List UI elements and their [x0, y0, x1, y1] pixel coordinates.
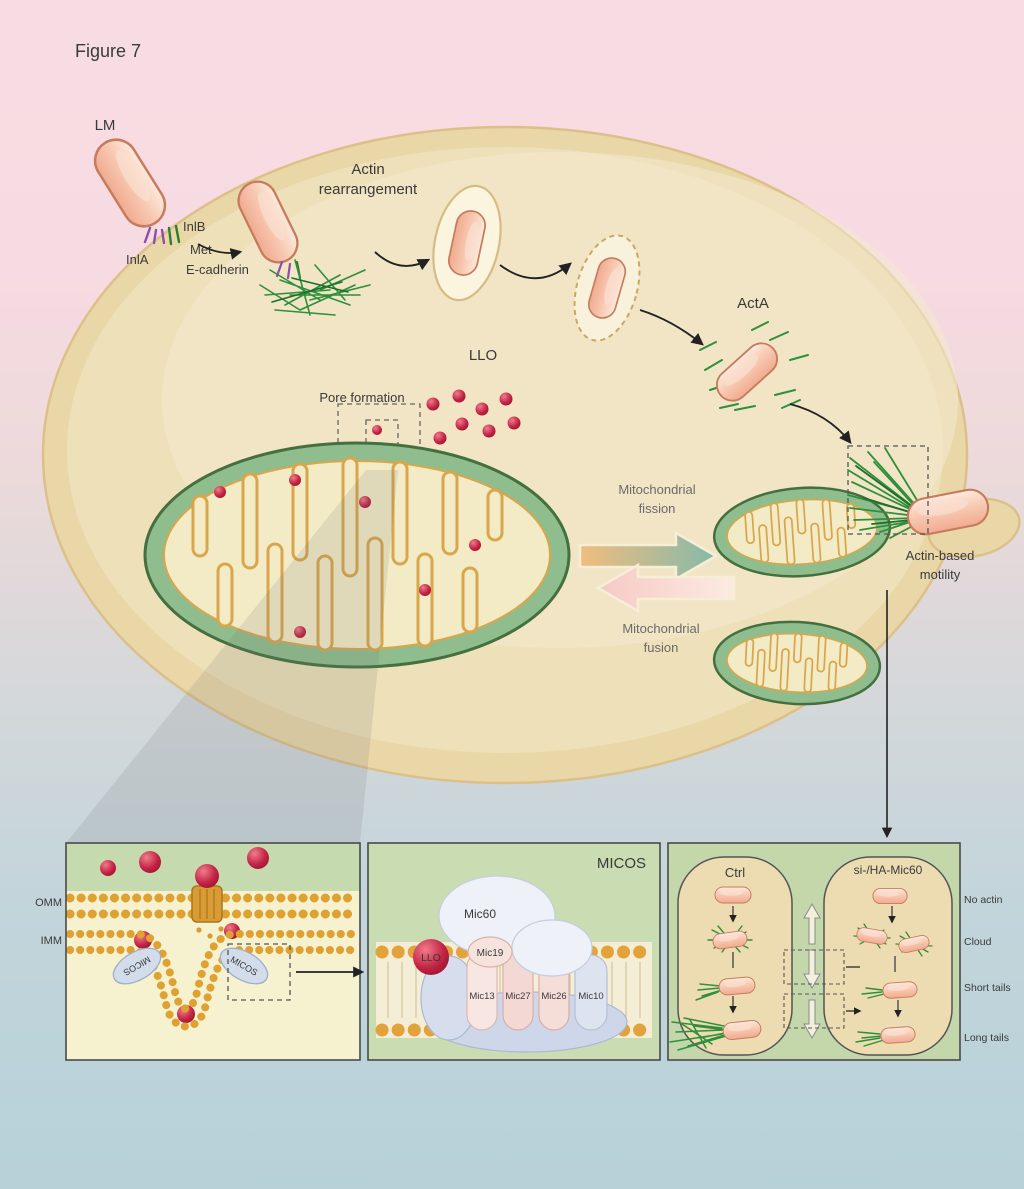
row-label-no-actin: No actin [964, 894, 1003, 906]
motility-label-1: Actin-based [906, 548, 975, 563]
acta-label: ActA [737, 295, 769, 312]
si-label: si-/HA-Mic60 [854, 863, 923, 877]
actin-row-labels: No actin Cloud Short tails Long tails [964, 894, 1011, 1044]
met-label: Met [190, 242, 212, 257]
transition-arrows [846, 966, 860, 1011]
zoom-funnel [66, 470, 398, 843]
lm-label: LM [95, 117, 116, 134]
mic60-label: Mic60 [464, 907, 496, 921]
imm-label: IMM [41, 935, 62, 947]
si-long-tail [855, 1031, 885, 1047]
micos-complex-left: MICOS [112, 947, 162, 985]
micos-panel-border [367, 842, 661, 1061]
ctrl-label: Ctrl [725, 865, 745, 880]
fusion-label-1: Mitochondrial [622, 621, 699, 636]
llo-sphere-micos [413, 939, 449, 975]
stage-arrow-3 [639, 309, 704, 346]
ctrl-long-tail [669, 1017, 731, 1051]
vacuole-escaping [573, 234, 641, 342]
mic60-arm [511, 919, 593, 977]
fusion-label-2: fusion [644, 640, 679, 655]
fission-label-1: Mitochondrial [618, 482, 695, 497]
mitochondrion-main [143, 441, 571, 669]
micos-panel-title: MICOS [597, 855, 646, 872]
transition-box-2 [783, 993, 845, 1029]
actin-panel: Ctrl si-/HA-Mic60 [667, 842, 961, 1061]
inla-label: InlA [126, 252, 149, 267]
stage-arrow-4 [789, 403, 852, 444]
llo-sphere-label: LLO [421, 952, 441, 964]
figure-title: Figure 7 [75, 41, 141, 61]
bacterium-lm-1 [85, 130, 175, 236]
motility-label-2: motility [920, 567, 961, 582]
transition-box-1 [783, 949, 845, 985]
mitochondrion-small-1 [712, 486, 892, 578]
fission-fusion: Mitochondrial fission Mitochondrial fusi… [578, 482, 736, 655]
stage-arrow-1 [374, 251, 431, 271]
ctrl-short-tail [695, 983, 723, 1001]
e-cadherin-label: E-cadherin [186, 262, 249, 277]
row-label-long-tails: Long tails [964, 1032, 1009, 1044]
stage-adhesion: LM InlB InlA Met E-cadherin [85, 117, 249, 277]
omm-label: OMM [35, 897, 62, 909]
mic13-label: Mic13 [469, 991, 494, 1002]
mitochondrion-small-2 [712, 620, 882, 706]
cristae [191, 456, 504, 652]
inlb-label: InlB [183, 219, 205, 234]
micos-zoom-box [227, 943, 291, 1001]
pore-formation-label: Pore formation [319, 390, 404, 405]
motility-zoom-box [847, 445, 929, 535]
row-label-short-tails: Short tails [964, 982, 1011, 994]
mic10-label: Mic10 [578, 991, 603, 1002]
llo-label: LLO [469, 347, 497, 364]
stage-motility: Actin-based motility [847, 445, 1021, 839]
micos-panel: LLO Mic60 Mic19 Mic13 Mic27 Mic26 Mic10 … [367, 842, 661, 1061]
receptor-complex-1 [143, 224, 181, 246]
ctrl-cell [677, 856, 793, 1056]
entry-arrow [197, 243, 243, 260]
llo-in-matrix [214, 474, 481, 638]
si-cell [823, 856, 953, 1056]
fusion-arrow [595, 562, 736, 614]
actin-rearrangement-label-1: Actin [351, 161, 384, 178]
mic19-body [467, 936, 513, 968]
llo-pore [191, 864, 224, 939]
vacuole-intact [432, 184, 502, 302]
micos-complex-right: MICOS [219, 947, 269, 985]
stage-acta: ActA [699, 295, 809, 411]
fission-label-2: fission [639, 501, 676, 516]
mic19-label: Mic19 [477, 948, 504, 959]
si-column [853, 887, 933, 1047]
ctrl-column [669, 886, 763, 1051]
pore-panel: MICOS MICOS OMM IMM [35, 842, 361, 1061]
actin-rearrangement-label-2: rearrangement [319, 181, 418, 198]
mic26-label: Mic26 [541, 991, 566, 1002]
pore-panel-border [65, 842, 361, 1061]
stage-invasion: Actin rearrangement [231, 161, 418, 316]
row-label-cloud: Cloud [964, 936, 992, 948]
mic27-label: Mic27 [505, 991, 530, 1002]
stage-arrow-2 [499, 262, 572, 280]
actin-mesh-entry [259, 259, 371, 316]
fission-arrow [578, 530, 719, 582]
si-short-tail [861, 987, 885, 999]
